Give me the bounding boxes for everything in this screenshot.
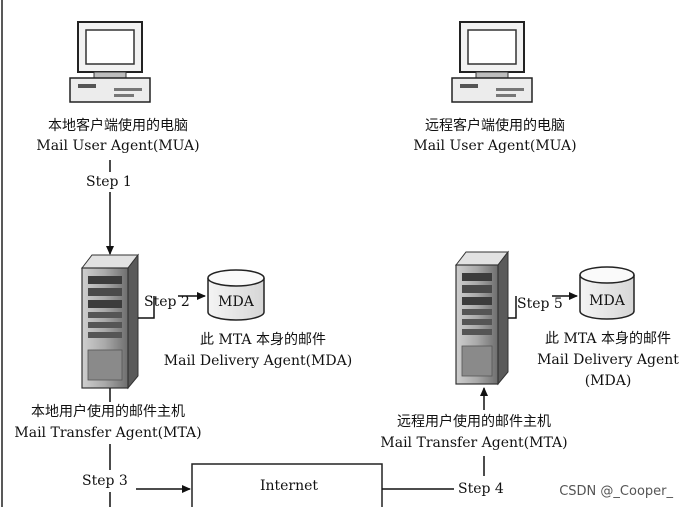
step2-line <box>138 296 155 319</box>
right-mda-cylinder-icon <box>579 266 635 320</box>
left-client-title-cn: 本地客户端使用的电脑 <box>48 118 188 134</box>
step3-label: Step 3 <box>82 473 128 489</box>
step5-label: Step 5 <box>517 296 563 312</box>
step4-label: Step 4 <box>458 481 504 497</box>
left-mda-desc-cn: 此 MTA 本身的邮件 <box>200 332 326 348</box>
left-server-title-cn: 本地用户使用的邮件主机 <box>31 404 185 420</box>
right-mda-desc-en-line2: (MDA) <box>584 373 632 389</box>
watermark: CSDN @_Cooper_ <box>559 484 673 499</box>
right-mda-label: MDA <box>589 293 625 309</box>
right-server-title-en: Mail Transfer Agent(MTA) <box>380 435 568 451</box>
step5-line <box>508 296 517 319</box>
right-mda-desc-cn: 此 MTA 本身的邮件 <box>545 331 671 347</box>
left-client-title-en: Mail User Agent(MUA) <box>36 138 200 154</box>
internet-label: Internet <box>259 478 319 494</box>
right-computer-icon <box>451 21 533 103</box>
left-server-title-en: Mail Transfer Agent(MTA) <box>14 425 202 441</box>
left-server-icon <box>80 253 140 390</box>
internet-box <box>191 463 383 507</box>
left-mda-desc-en: Mail Delivery Agent(MDA) <box>163 353 353 369</box>
left-mda-cylinder-icon <box>207 269 265 321</box>
right-client-title-cn: 远程客户端使用的电脑 <box>425 118 565 134</box>
right-client-title-en: Mail User Agent(MUA) <box>413 138 577 154</box>
left-mda-label: MDA <box>218 294 254 310</box>
right-server-title-cn: 远程用户使用的邮件主机 <box>397 414 551 430</box>
step1-label: Step 1 <box>86 174 132 190</box>
right-mda-desc-en-line1: Mail Delivery Agent <box>537 352 679 368</box>
right-server-icon <box>454 250 510 386</box>
step2-label: Step 2 <box>144 294 190 310</box>
left-computer-icon <box>69 21 151 103</box>
